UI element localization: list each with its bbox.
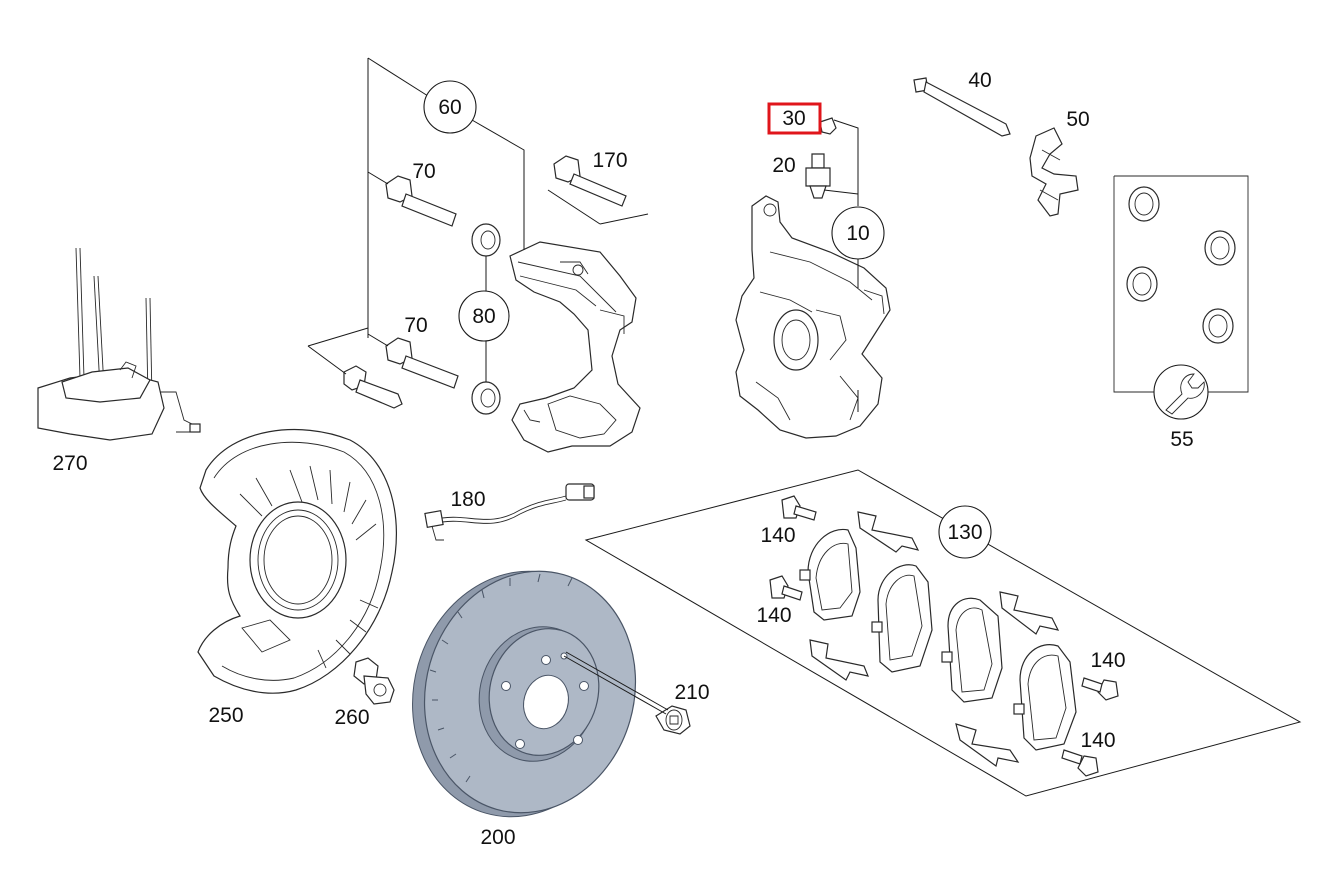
part-130-brake-pad-3[interactable] <box>941 597 1003 703</box>
part-270-sensor-bracket[interactable] <box>37 247 201 441</box>
label-10[interactable]: 10 <box>846 222 869 245</box>
part-130-brake-pad-1[interactable] <box>799 528 861 621</box>
label-140-c[interactable]: 140 <box>1090 649 1125 672</box>
part-55-seal-kit[interactable] <box>1113 175 1249 393</box>
part-70-upper-bolt[interactable] <box>385 175 457 227</box>
part-170-bolt[interactable] <box>553 155 627 207</box>
caliper-carrier[interactable] <box>509 241 641 453</box>
label-80[interactable]: 80 <box>472 305 495 328</box>
label-70-lower[interactable]: 70 <box>404 314 427 337</box>
part-140-bolt-a[interactable] <box>781 495 817 521</box>
part-80-bushing-upper[interactable] <box>471 223 501 257</box>
part-140-bolt-c[interactable] <box>1081 677 1119 701</box>
part-number-labels: 60 80 10 130 30 20 40 50 55 70 70 170 27… <box>52 69 1193 849</box>
label-140-a[interactable]: 140 <box>760 524 795 547</box>
label-140-d[interactable]: 140 <box>1080 729 1115 752</box>
label-140-b[interactable]: 140 <box>756 604 791 627</box>
part-140-bolt-d[interactable] <box>1061 749 1099 777</box>
part-260-bolt[interactable] <box>353 657 395 705</box>
part-140-bolt-b[interactable] <box>769 575 803 601</box>
label-60[interactable]: 60 <box>438 96 461 119</box>
callout-bubbles <box>423 80 992 559</box>
part-80-bushing-lower[interactable] <box>471 381 501 415</box>
part-70-lower-bolt[interactable] <box>385 337 459 389</box>
label-130[interactable]: 130 <box>947 521 982 544</box>
label-70-upper[interactable]: 70 <box>412 160 435 183</box>
part-130-brake-pad-4[interactable] <box>1013 644 1077 751</box>
part-180-wear-sensor[interactable] <box>424 483 595 541</box>
part-130-clips[interactable] <box>809 511 1060 768</box>
label-50[interactable]: 50 <box>1066 108 1089 131</box>
wrench-icon <box>1153 364 1209 420</box>
label-40[interactable]: 40 <box>968 69 991 92</box>
label-200[interactable]: 200 <box>480 826 515 849</box>
label-250[interactable]: 250 <box>208 704 243 727</box>
part-50-spring-clip[interactable] <box>1029 127 1079 217</box>
guide-pin[interactable] <box>343 365 403 409</box>
label-260[interactable]: 260 <box>334 706 369 729</box>
part-20-bleeder[interactable] <box>805 153 831 199</box>
label-30[interactable]: 30 <box>782 107 805 130</box>
leader-lines <box>307 57 859 715</box>
label-20[interactable]: 20 <box>772 154 795 177</box>
label-170[interactable]: 170 <box>592 149 627 172</box>
highlight-box-part-30 <box>767 102 822 135</box>
part-30-cap[interactable] <box>819 117 837 135</box>
label-55[interactable]: 55 <box>1170 428 1193 451</box>
label-180[interactable]: 180 <box>450 488 485 511</box>
part-40-pin[interactable] <box>913 77 1011 137</box>
part-210-screw[interactable] <box>655 705 691 735</box>
part-200-brake-rotor[interactable] <box>384 546 664 843</box>
label-270[interactable]: 270 <box>52 452 87 475</box>
part-130-pad-kit-frame <box>584 469 1302 797</box>
part-10-caliper-housing[interactable] <box>735 195 891 439</box>
part-130-brake-pad-2[interactable] <box>871 564 933 673</box>
label-210[interactable]: 210 <box>674 681 709 704</box>
part-250-dust-shield[interactable] <box>197 428 397 694</box>
